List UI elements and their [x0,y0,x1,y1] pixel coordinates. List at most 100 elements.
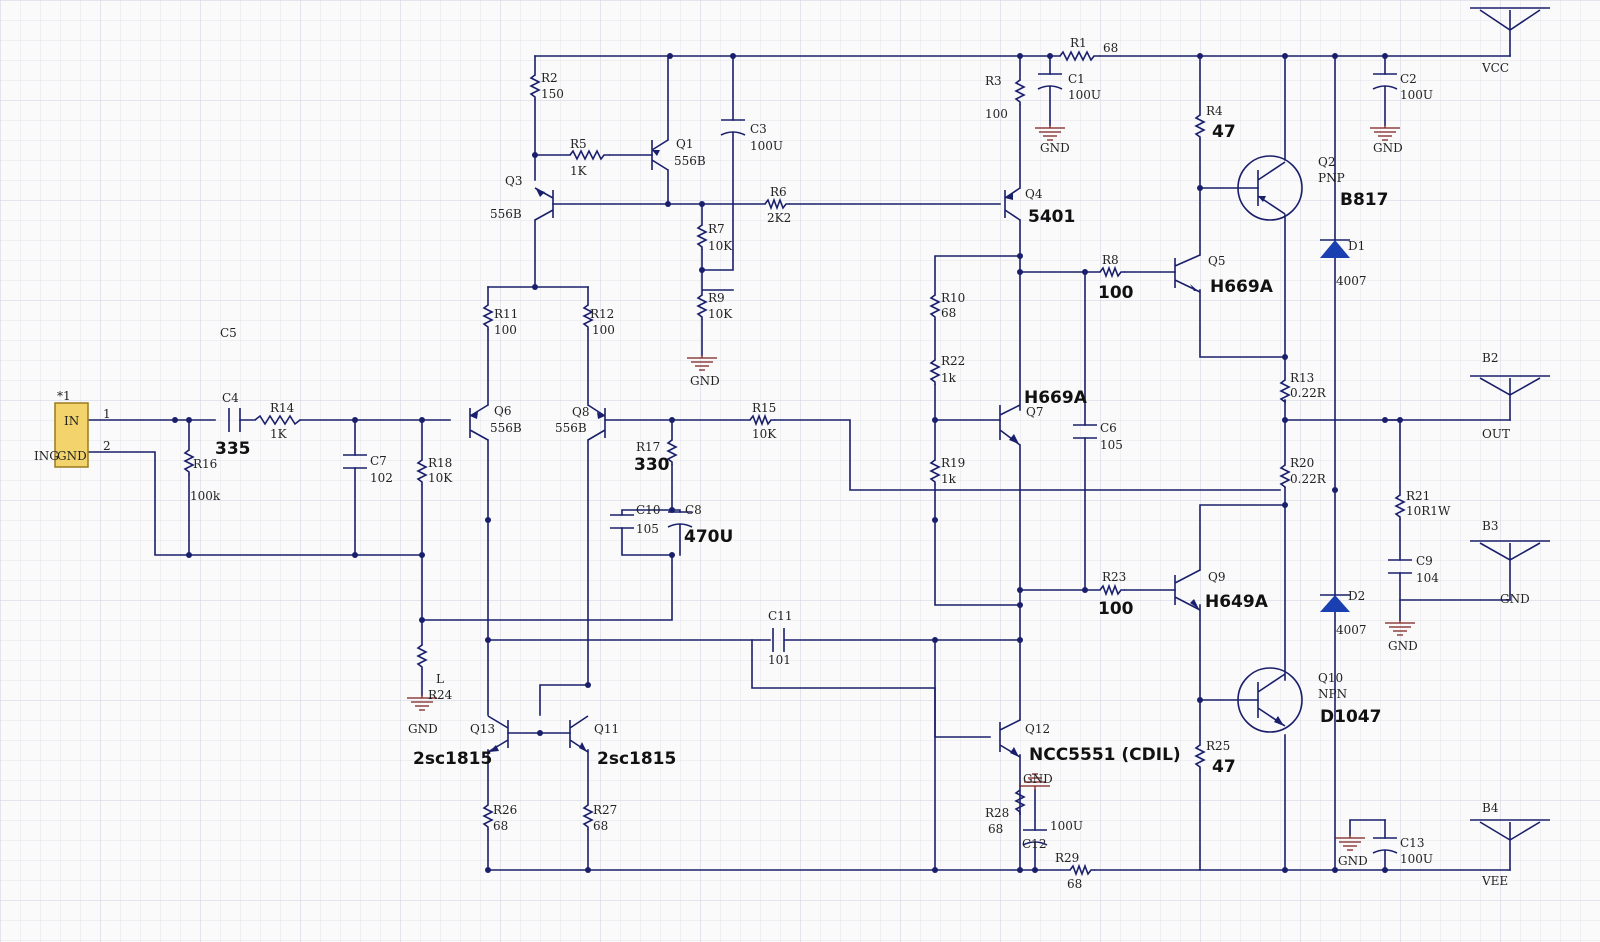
r13-value: 0.22R [1290,386,1327,400]
ports [1470,7,1550,841]
q13-ref: Q13 [470,722,495,736]
q10-type: NPN [1318,687,1347,701]
r25-ref: R25 [1206,739,1230,753]
r21-ref: R21 [1406,489,1430,503]
resistor-r11 [482,304,494,330]
capacitor-c2 [1372,73,1398,90]
resistor-r17 [666,439,678,465]
r22-ref: R22 [941,354,965,368]
r12-value: 100 [592,323,615,337]
c2-value: 100U [1400,88,1433,102]
c12-ref: C12 [1022,837,1046,851]
q7-ref: Q7 [1026,405,1043,419]
r17-ref: R17 [636,440,660,454]
transistor-q7 [999,404,1021,446]
resistor-r21 [1394,494,1406,520]
resistor-r18 [416,459,428,485]
transistor-q4 [1004,187,1021,221]
r26-value: 68 [493,819,508,833]
resistor-r23 [1099,583,1125,597]
transistor-q3 [534,187,554,221]
c1-value: 100U [1068,88,1101,102]
r28-value: 68 [988,822,1003,836]
c9-ref: C9 [1416,554,1433,568]
r11-ref: R11 [494,307,518,321]
resistor-r25 [1194,744,1206,770]
c3-value: 100U [750,139,783,153]
port-out-label: OUT [1482,427,1510,441]
labels: *1 IN GND ING 1 2 R1 68 R2 150 R3 100 R4… [34,36,1530,891]
ground-symbol-c9 [1385,620,1415,636]
q1-ref: Q1 [676,137,693,151]
r5-value: 1K [570,164,588,178]
q11-ref: Q11 [594,722,619,736]
q8-value: 556B [555,421,587,435]
c11-value: 101 [768,653,791,667]
resistor-r12 [582,304,594,330]
diode-d2 [1320,594,1350,612]
gnd-label-c13: GND [1338,854,1368,868]
wires [87,29,1511,871]
pin-2-label: 2 [103,439,111,453]
r8-value: 100 [1098,283,1134,303]
pin-1-label: 1 [103,407,111,421]
r14-ref: R14 [270,401,295,415]
capacitor-c6 [1073,424,1097,439]
resistor-r15 [749,413,775,427]
input-connector [54,402,89,468]
r11-value: 100 [494,323,517,337]
c8-ref: C8 [685,503,702,517]
ground-symbol-r9 [687,355,717,371]
q1-value: 556B [674,154,706,168]
transistor-q12 [999,719,1021,758]
capacitor-c7 [343,454,367,469]
r15-ref: R15 [752,401,776,415]
q10-ref: Q10 [1318,671,1343,685]
r9-ref: R9 [708,291,725,305]
r10-value: 68 [941,306,956,320]
c10-ref: C10 [636,503,660,517]
q5-ref: Q5 [1208,254,1225,268]
resistor-r26 [482,804,494,830]
d2-value: 4007 [1336,623,1367,637]
r7-ref: R7 [708,222,725,236]
connector-in-label: IN [64,414,79,428]
diodes [1320,239,1350,612]
r23-ref: R23 [1102,570,1126,584]
capacitor-c13 [1372,837,1398,854]
r27-value: 68 [593,819,608,833]
gnd-label-r24: GND [408,722,438,736]
capacitor-c1 [1037,73,1063,90]
q7-value: H669A [1024,388,1088,408]
grounds [407,125,1415,851]
capacitor-c11 [772,628,785,652]
q9-ref: Q9 [1208,570,1225,584]
transistor-q6 [469,404,489,441]
gnd-label-c2: GND [1373,141,1403,155]
resistor-r28 [1014,789,1026,815]
c12-value: 100U [1050,819,1083,833]
r16-value: 100k [190,489,221,503]
q12-ref: Q12 [1025,722,1050,736]
q8-ref: Q8 [572,405,589,419]
gnd-label-c1: GND [1040,141,1070,155]
r29-value: 68 [1067,877,1082,891]
q6-ref: Q6 [494,404,511,418]
q2-type: PNP [1318,171,1345,185]
resistor-r7 [696,224,708,250]
c1-ref: C1 [1068,72,1085,86]
q2-ref: Q2 [1318,155,1335,169]
resistor-r6 [764,197,790,211]
r7-value: 10K [708,239,733,253]
c11-ref: C11 [768,609,792,623]
resistor-r16 [183,449,195,475]
q10-value: D1047 [1320,707,1381,727]
transistor-q8 [587,404,606,441]
port-vcc-label: VCC [1481,61,1509,75]
r2-value: 150 [541,87,564,101]
gnd-label-c9: GND [1388,639,1418,653]
q12-value: NCC5551 (CDIL) [1029,745,1181,765]
q3-ref: Q3 [505,174,522,188]
c4-value: 335 [215,439,251,459]
r28-ref: R28 [985,806,1009,820]
